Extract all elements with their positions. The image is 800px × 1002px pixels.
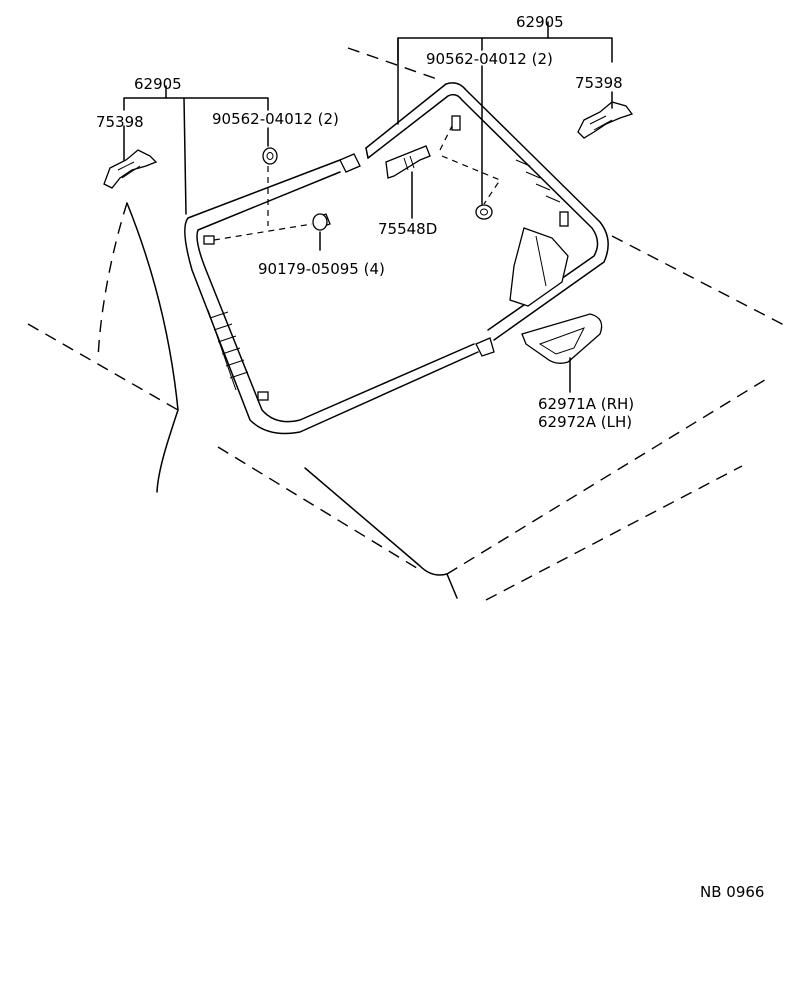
windshield-inner-edge bbox=[196, 93, 599, 423]
moulding-joint-right bbox=[475, 337, 495, 357]
pillar-base-line bbox=[126, 202, 179, 493]
label-stopper-lh: 62972A (LH) bbox=[538, 413, 632, 431]
label-nut-right: 90562-04012 (2) bbox=[426, 50, 553, 68]
glass-stud-left-upper bbox=[203, 235, 215, 245]
label-nut-left: 90562-04012 (2) bbox=[212, 110, 339, 128]
label-clip-left: 75398 bbox=[96, 113, 144, 131]
windshield-glass bbox=[184, 82, 609, 435]
moulding-joint-top bbox=[339, 153, 361, 173]
spacer-90179 bbox=[312, 213, 331, 231]
label-moulding-right: 62905 bbox=[516, 13, 564, 31]
a-pillar-left-line bbox=[97, 202, 128, 361]
clip-75398-left bbox=[103, 149, 158, 189]
label-bracket: 75548D bbox=[378, 220, 437, 238]
hood-left-line bbox=[27, 323, 179, 411]
clip-75398-right bbox=[577, 101, 634, 139]
glass-stud-left-lower bbox=[257, 391, 269, 401]
vehicle-body-outline bbox=[27, 47, 787, 601]
pillar-garnish bbox=[509, 227, 569, 307]
body-side-line bbox=[611, 235, 787, 327]
label-moulding-left: 62905 bbox=[134, 75, 182, 93]
corner-tick bbox=[446, 573, 458, 599]
cowl-front-line bbox=[217, 446, 421, 571]
roof-edge-line bbox=[347, 47, 441, 81]
label-clip-right: 75398 bbox=[575, 74, 623, 92]
hood-right-line bbox=[446, 377, 769, 575]
leader-lines bbox=[123, 21, 613, 393]
windshield-outer-edge bbox=[184, 82, 609, 435]
ceramic-band-right bbox=[515, 159, 561, 203]
stopper-62971a-62972a bbox=[521, 313, 603, 364]
label-spacer: 90179-05095 (4) bbox=[258, 260, 385, 278]
glass-stud-right bbox=[559, 211, 569, 227]
install-paths bbox=[213, 125, 501, 241]
bracket-75548d bbox=[385, 145, 431, 179]
label-drawing-number: NB 0966 bbox=[700, 883, 764, 901]
glass-stud-top bbox=[451, 115, 461, 131]
nut-90562-left bbox=[262, 147, 278, 165]
label-stopper-rh: 62971A (RH) bbox=[538, 395, 634, 413]
nut-90562-right bbox=[475, 204, 493, 220]
ceramic-band-left bbox=[207, 309, 249, 391]
body-lower-line bbox=[485, 465, 743, 601]
moulding-gap-top bbox=[365, 147, 369, 159]
cowl-line bbox=[304, 467, 448, 576]
